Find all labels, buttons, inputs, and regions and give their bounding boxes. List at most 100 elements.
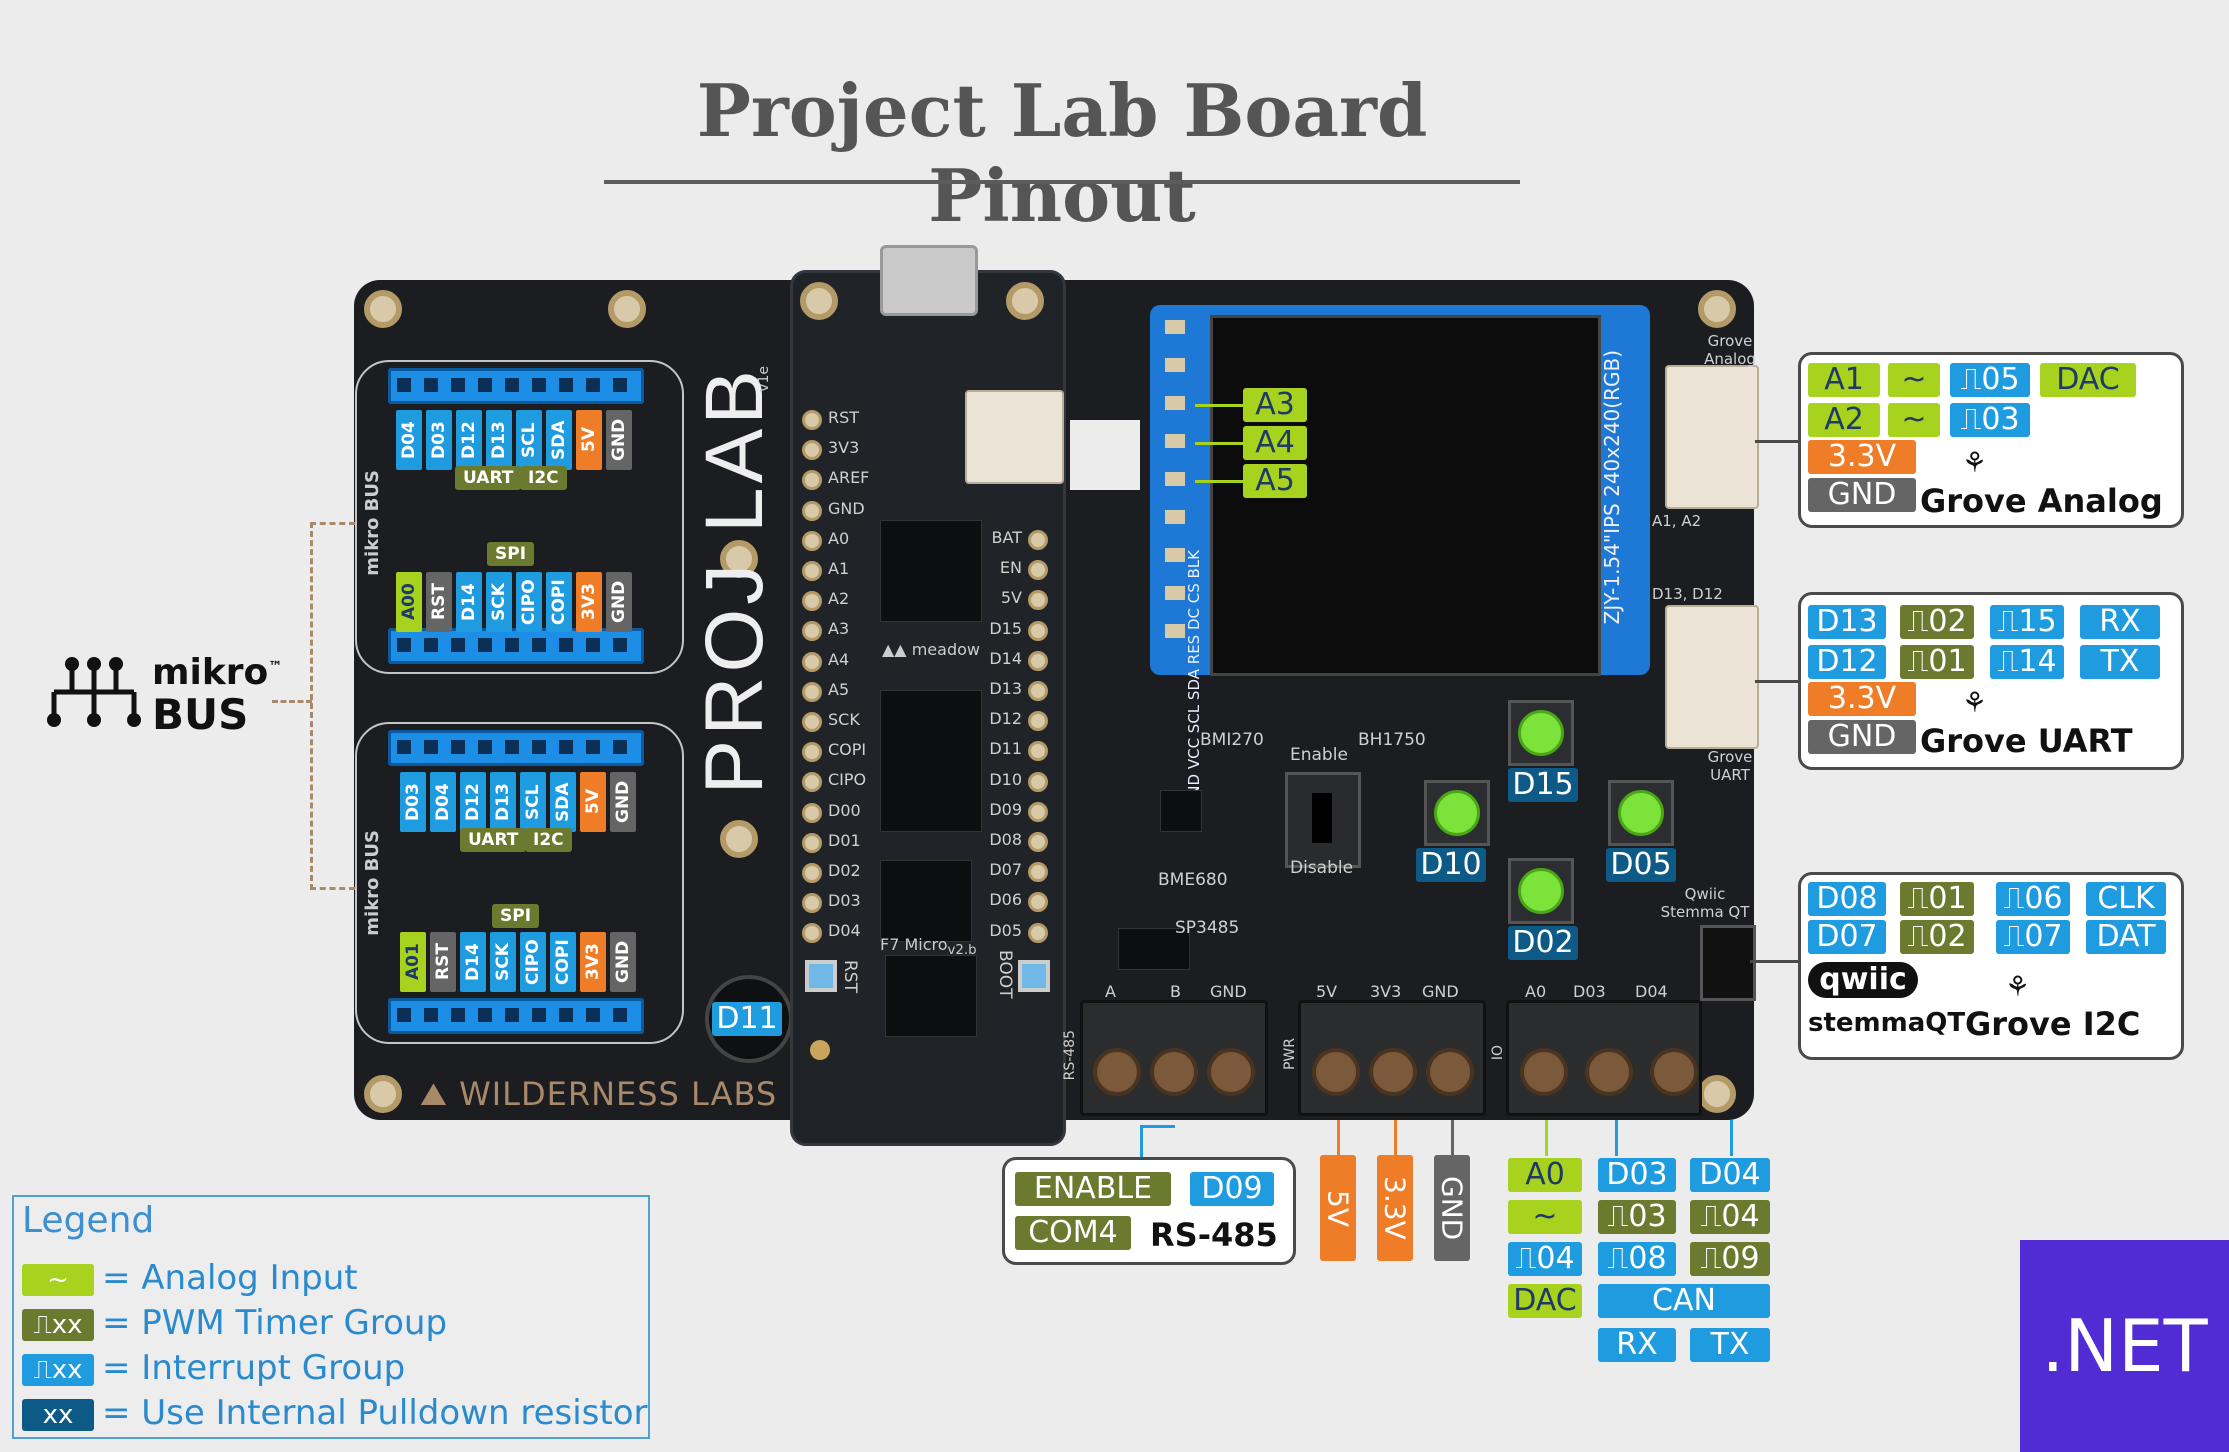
mikrobus-pin-cipo: CIPO: [520, 932, 546, 992]
a4-wire: [1195, 442, 1243, 445]
mcu-pin-a5: A5: [790, 679, 900, 702]
callout-wire: [1755, 440, 1800, 443]
qwiic-connector: [1700, 925, 1756, 1001]
pwm-01-label: ⎍01: [1900, 882, 1974, 916]
3v3-label: 3.3V: [1377, 1155, 1413, 1261]
io-d03-silk: D03: [1573, 982, 1606, 1001]
mcu-pin-d03: D03: [790, 891, 900, 914]
pin-label: D07: [989, 860, 1022, 880]
terminal-screw: [1207, 1048, 1255, 1096]
mcu-pin-d01: D01: [790, 831, 900, 853]
callout-wire: [1451, 1120, 1454, 1156]
a3-wire: [1195, 404, 1243, 407]
mcu-pin-rst: RST: [790, 408, 900, 430]
brand-logo: ⛰ WILDERNESS LABS: [420, 1075, 778, 1113]
pin-label: A4: [828, 649, 850, 669]
legend-text: = PWM Timer Group: [102, 1303, 448, 1343]
battery-connector: [965, 390, 1064, 484]
a1-label: A1: [1808, 363, 1880, 397]
mcu-pin-d15: D15: [950, 619, 1060, 641]
pin-label: RST: [828, 408, 860, 427]
spi-tag: SPI: [487, 542, 535, 566]
pin-pad: [1028, 741, 1048, 762]
analog-wave-icon: ~: [1508, 1200, 1582, 1234]
grove-analog-silk: Grove Analog: [1704, 332, 1756, 368]
mikrobus-pin-copi: COPI: [550, 932, 576, 992]
board-cutout: [1070, 420, 1140, 490]
pin-pad: [802, 712, 822, 732]
dotnet-logo: .NET: [2020, 1240, 2229, 1452]
rs485-side-silk: RS-485: [1062, 1030, 1078, 1081]
pin-label: D09: [989, 799, 1022, 819]
interrupt-04-label: ⎍04: [1508, 1242, 1582, 1276]
mikrobus-pin-sck: SCK: [486, 572, 512, 632]
tm-mark: ™: [268, 659, 283, 675]
pin-pad: [1028, 530, 1048, 550]
pin-pad: [802, 863, 822, 883]
legend-item-interrupt: ⎍xx= Interrupt Group: [22, 1348, 405, 1388]
pin-pad: [802, 530, 822, 551]
callout-wire: [1750, 960, 1800, 963]
pin-label: D03: [828, 891, 861, 911]
mcu-pin-d02: D02: [790, 861, 900, 883]
memory-chip: [880, 860, 972, 942]
pin-pad: [1028, 862, 1048, 883]
d08-label: D08: [1808, 882, 1886, 916]
pin-label: BAT: [991, 528, 1022, 547]
display-side-label: ZJY-1.54"IPS 240x240(RGB): [1600, 350, 1624, 625]
mcu-pin-a0: A0: [790, 529, 900, 551]
gnd-label: GND: [1434, 1155, 1470, 1261]
callout-wire: [1755, 680, 1800, 683]
mikro-side-label: mikro BUS: [362, 470, 383, 576]
pin-label: A5: [828, 679, 850, 699]
pin-pad: [802, 470, 822, 491]
mcu-pin-a2: A2: [790, 589, 900, 612]
interrupt-14-label: ⎍14: [1990, 645, 2064, 679]
mcu-label: F7 Microv2.b: [880, 935, 977, 958]
legend-swatch-pulldown: xx: [22, 1398, 94, 1431]
d12-label: D12: [1808, 645, 1886, 679]
mikrobus-pin-d03: D03: [426, 410, 452, 470]
display-pins: [1165, 320, 1185, 660]
mcu-pin-a3: A3: [790, 619, 900, 642]
mcu-pin-cipo: CIPO: [790, 770, 900, 793]
mcu-pin-d05: D05: [950, 921, 1060, 943]
module-hole: [800, 282, 838, 320]
io-dac-label: DAC: [1508, 1284, 1582, 1318]
grove-i2c-logo: Grove I2C: [1965, 1005, 2141, 1043]
mcu-pin-sck: SCK: [790, 710, 900, 732]
bh1750-label: BH1750: [1358, 730, 1426, 750]
mikro-word: mikro: [152, 652, 269, 693]
mikrobus-pin-d12: D12: [456, 410, 482, 470]
pin-pad: [1028, 892, 1048, 913]
mikro-side-label: mikro BUS: [362, 830, 383, 936]
button-left: [1424, 780, 1490, 846]
legend-title: Legend: [22, 1200, 155, 1241]
pin-pad: [802, 440, 822, 461]
enable-label: Enable: [1290, 745, 1348, 765]
mounting-hole: [1698, 290, 1736, 328]
terminal-screw: [1312, 1048, 1360, 1096]
bme680-label: BME680: [1158, 870, 1228, 890]
mikrobus-pin-d03: D03: [400, 772, 426, 832]
grove-analog-connector: [1665, 365, 1759, 509]
io-d04-label: D04: [1690, 1158, 1770, 1192]
analog-wave-icon: ~: [1888, 363, 1940, 397]
spi-tag: SPI: [492, 904, 540, 928]
legend-swatch-analog: ~: [22, 1263, 94, 1296]
grove-uart-connector: [1665, 605, 1759, 749]
meadow-text: meadow: [911, 640, 980, 659]
d10-label: D10: [1416, 848, 1486, 882]
legend-item-pwm: ⎍xx= PWM Timer Group: [22, 1303, 447, 1343]
pin-label: AREF: [828, 468, 870, 488]
mikro-text: mikro™: [152, 652, 282, 693]
pwr-gnd-silk: GND: [1422, 982, 1459, 1001]
power-switch: [1285, 772, 1361, 868]
pin-label: A3: [828, 619, 850, 639]
mcu-pin-d12: D12: [950, 709, 1060, 732]
mikrobus-pin-5v: 5V: [580, 772, 606, 832]
terminal-screw: [1093, 1048, 1141, 1096]
pin-pad: [802, 500, 822, 521]
button-down: [1508, 858, 1574, 924]
terminal-screw: [1150, 1048, 1198, 1096]
